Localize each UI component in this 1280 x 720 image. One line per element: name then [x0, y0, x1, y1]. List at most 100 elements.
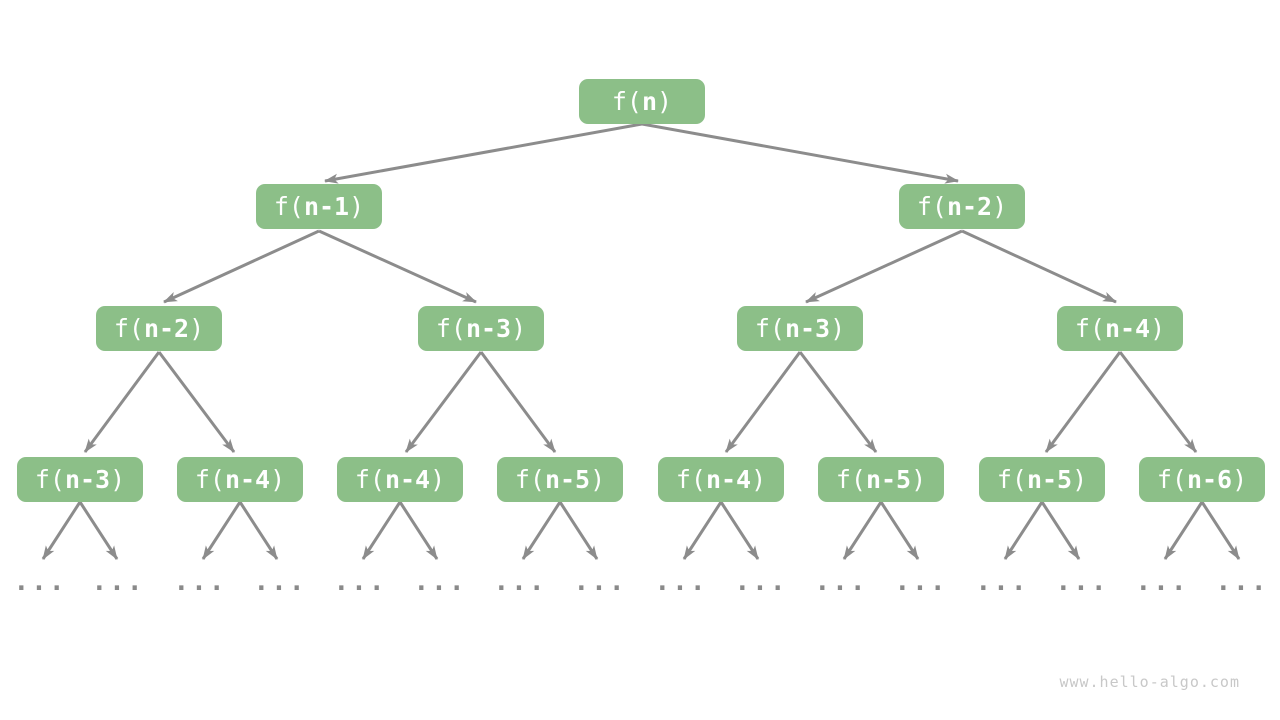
ellipsis: ... — [894, 567, 948, 597]
tree-node: f(n-3) — [17, 457, 143, 502]
tree-edge — [398, 501, 439, 560]
tree-node-root: f(n) — [579, 79, 705, 124]
node-label-prefix: f( — [34, 465, 65, 494]
node-label-prefix: f( — [435, 314, 466, 343]
tree-node: f(n-2) — [899, 184, 1025, 229]
tree-edge — [842, 501, 883, 560]
tree-node: f(n-4) — [1057, 306, 1183, 351]
node-label-prefix: f( — [835, 465, 866, 494]
tree-edge — [724, 351, 802, 453]
ellipsis: ... — [654, 567, 708, 597]
node-label-prefix: f( — [675, 465, 706, 494]
tree-edge — [1163, 501, 1204, 560]
tree-edge — [361, 501, 402, 560]
node-label-prefix: f( — [611, 87, 642, 116]
tree-edge — [641, 122, 959, 184]
ellipsis: ... — [493, 567, 547, 597]
tree-edge — [682, 501, 723, 560]
node-label-prefix: f( — [916, 192, 947, 221]
node-label-prefix: f( — [996, 465, 1027, 494]
tree-node: f(n-4) — [177, 457, 303, 502]
ellipsis: ... — [333, 567, 387, 597]
ellipsis: ... — [413, 567, 467, 597]
tree-edge — [719, 501, 760, 560]
node-label-arg: n-4 — [705, 465, 752, 494]
node-label-suffix: ) — [830, 314, 846, 343]
ellipsis: ... — [1215, 567, 1269, 597]
ellipsis: ... — [91, 567, 145, 597]
node-label-prefix: f( — [354, 465, 385, 494]
node-label-suffix: ) — [992, 192, 1008, 221]
node-label-suffix: ) — [110, 465, 126, 494]
tree-edge — [1040, 501, 1081, 560]
node-label-prefix: f( — [754, 314, 785, 343]
node-label-arg: n-5 — [544, 465, 591, 494]
tree-edge — [879, 501, 920, 560]
tree-edge — [1118, 351, 1198, 453]
node-label-arg: n-5 — [865, 465, 912, 494]
node-label-suffix: ) — [911, 465, 927, 494]
tree-edge — [41, 501, 82, 560]
tree-node: f(n-6) — [1139, 457, 1265, 502]
tree-edge — [318, 229, 477, 304]
tree-edge — [83, 351, 161, 453]
node-label-arg: n-6 — [1186, 465, 1233, 494]
ellipsis: ... — [975, 567, 1029, 597]
tree-edge — [1003, 501, 1044, 560]
ellipsis: ... — [13, 567, 67, 597]
tree-edge — [558, 501, 599, 560]
ellipsis: ... — [1135, 567, 1189, 597]
node-label-arg: n-3 — [465, 314, 512, 343]
tree-node: f(n-3) — [737, 306, 863, 351]
node-label-suffix: ) — [270, 465, 286, 494]
tree-edge — [805, 229, 963, 304]
ellipsis: ... — [173, 567, 227, 597]
tree-edge — [324, 122, 643, 184]
node-label-arg: n-2 — [946, 192, 993, 221]
tree-edge — [798, 351, 878, 453]
ellipsis: ... — [1055, 567, 1109, 597]
tree-edge — [1200, 501, 1241, 560]
node-label-arg: n-1 — [303, 192, 350, 221]
node-label-prefix: f( — [113, 314, 144, 343]
node-label-prefix: f( — [514, 465, 545, 494]
tree-edge — [238, 501, 279, 560]
tree-node: f(n-5) — [818, 457, 944, 502]
node-label-arg: n-3 — [64, 465, 111, 494]
node-label-suffix: ) — [751, 465, 767, 494]
node-label-suffix: ) — [511, 314, 527, 343]
tree-edge — [201, 501, 242, 560]
node-label-suffix: ) — [1150, 314, 1166, 343]
node-label-suffix: ) — [590, 465, 606, 494]
node-label-prefix: f( — [1156, 465, 1187, 494]
tree-node: f(n-4) — [337, 457, 463, 502]
ellipsis: ... — [573, 567, 627, 597]
node-label-arg: n-2 — [143, 314, 190, 343]
tree-edge — [157, 351, 236, 453]
node-label-arg: n-5 — [1026, 465, 1073, 494]
node-label-arg: n-4 — [1104, 314, 1151, 343]
node-label-suffix: ) — [430, 465, 446, 494]
tree-node: f(n-5) — [497, 457, 623, 502]
tree-node: f(n-2) — [96, 306, 222, 351]
node-label-suffix: ) — [349, 192, 365, 221]
tree-edge — [521, 501, 562, 560]
tree-node: f(n-1) — [256, 184, 382, 229]
node-label-prefix: f( — [194, 465, 225, 494]
node-label-suffix: ) — [189, 314, 205, 343]
ellipsis: ... — [814, 567, 868, 597]
ellipsis: ... — [253, 567, 307, 597]
tree-edge — [78, 501, 119, 560]
tree-edge — [961, 229, 1117, 304]
node-label-arg: n-4 — [384, 465, 431, 494]
node-label-suffix: ) — [1232, 465, 1248, 494]
node-label-prefix: f( — [273, 192, 304, 221]
tree-node: f(n-3) — [418, 306, 544, 351]
tree-node: f(n-4) — [658, 457, 784, 502]
node-label-arg: n-3 — [784, 314, 831, 343]
node-label-suffix: ) — [1072, 465, 1088, 494]
watermark: www.hello-algo.com — [1059, 673, 1240, 691]
ellipsis: ... — [734, 567, 788, 597]
tree-edge — [479, 351, 557, 453]
